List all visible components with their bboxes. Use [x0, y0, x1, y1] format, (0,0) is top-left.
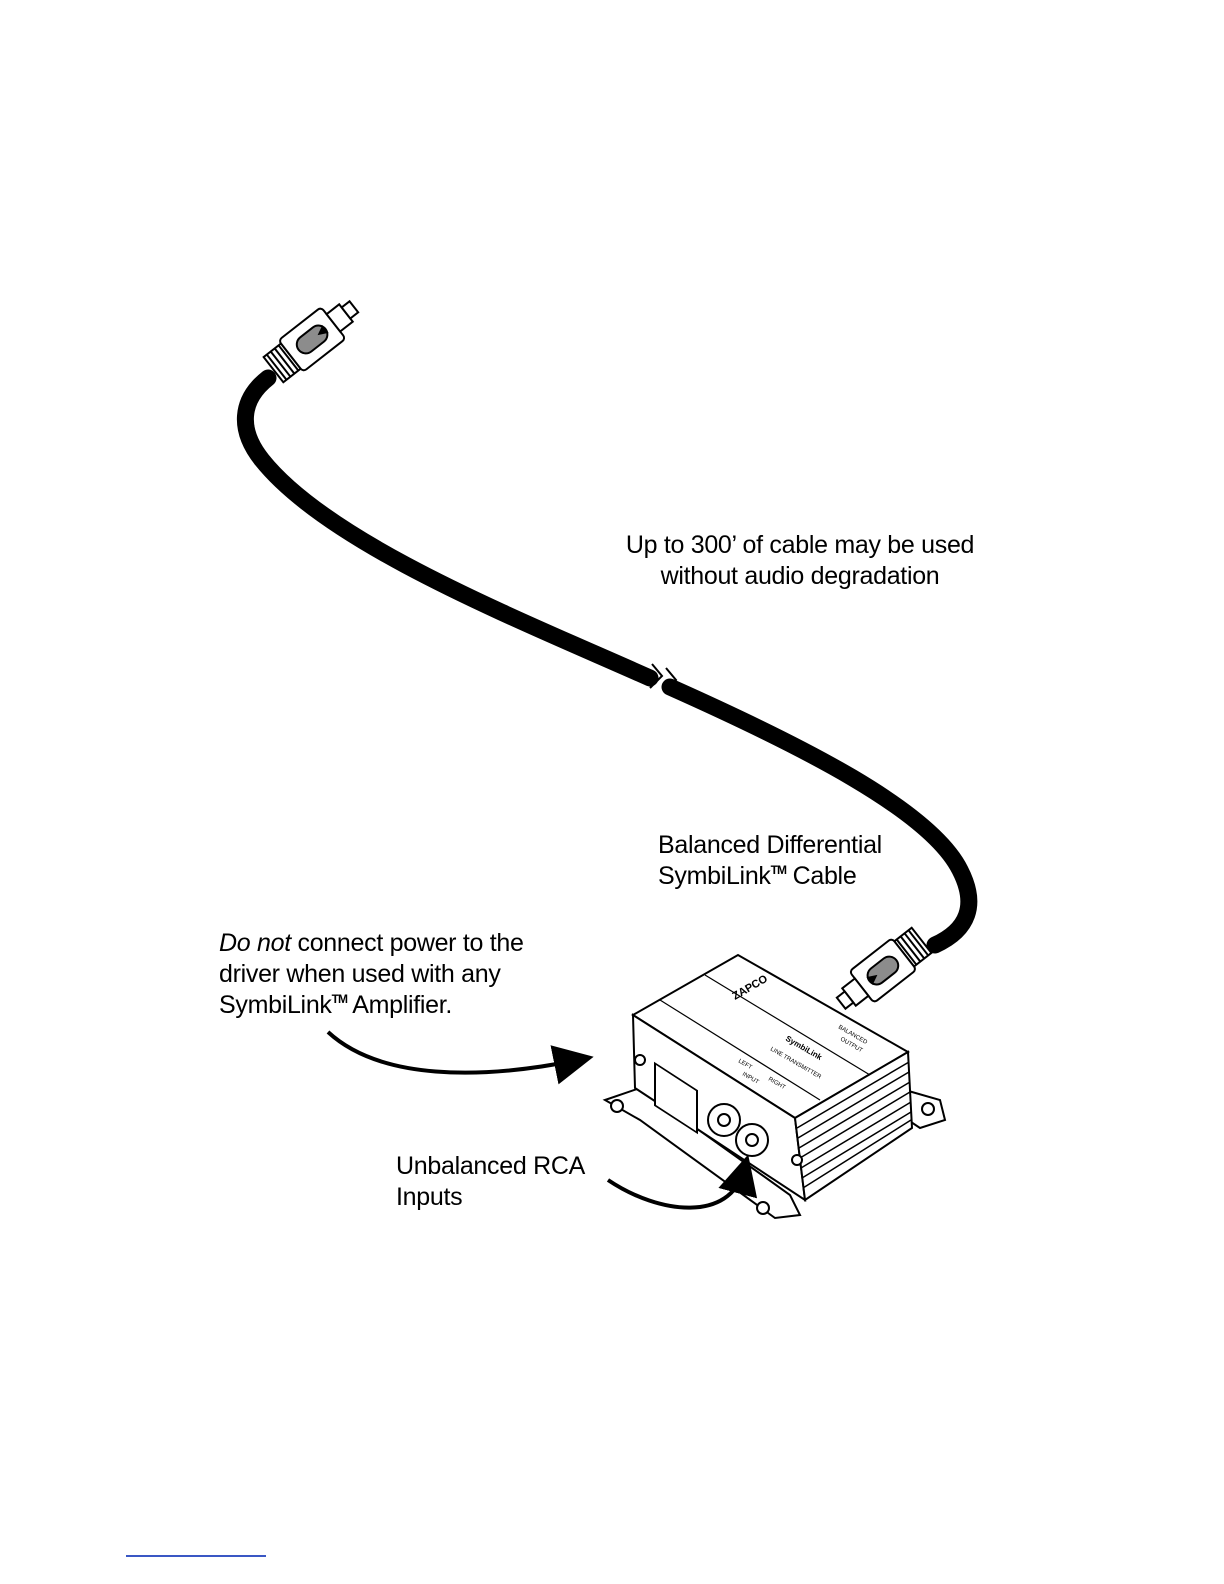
cable-name-suffix: Cable — [786, 862, 856, 890]
cable-length-line1: Up to 300’ of cable may be used — [590, 530, 1010, 561]
power-warning-line2: driver when used with any — [219, 959, 524, 990]
bottom-mini-din-connector — [829, 925, 934, 1019]
top-mini-din-connector — [261, 291, 366, 385]
footer-rule — [126, 1555, 266, 1557]
cable-name-line2: SymbiLinkTM Cable — [658, 861, 882, 892]
power-warning-line3: SymbiLinkTM Amplifier. — [219, 990, 524, 1021]
rca-inputs-label: Unbalanced RCA Inputs — [396, 1151, 585, 1213]
rca-inputs-line1: Unbalanced RCA — [396, 1151, 585, 1182]
cable-name-line1: Balanced Differential — [658, 830, 882, 861]
cable-name-label: Balanced Differential SymbiLinkTM Cable — [658, 830, 882, 892]
power-warning-prefix: SymbiLink — [219, 991, 332, 1019]
mount-hole-icon — [611, 1100, 623, 1112]
power-arrow — [328, 1032, 578, 1073]
power-warning-label: Do not connect power to the driver when … — [219, 928, 524, 1021]
power-warning-line1-rest: connect power to the — [291, 929, 524, 957]
cable-length-label: Up to 300’ of cable may be used without … — [590, 530, 1010, 592]
power-warning-suffix: Amplifier. — [347, 991, 452, 1019]
line-transmitter-device — [605, 955, 945, 1218]
trademark-mark: TM — [332, 992, 347, 1006]
cable-length-line2: without audio degradation — [590, 561, 1010, 592]
trademark-mark: TM — [771, 863, 786, 877]
power-warning-line1: Do not connect power to the — [219, 928, 524, 959]
cable-name-prefix: SymbiLink — [658, 862, 771, 890]
rca-inputs-line2: Inputs — [396, 1182, 585, 1213]
do-not-emphasis: Do not — [219, 929, 291, 957]
